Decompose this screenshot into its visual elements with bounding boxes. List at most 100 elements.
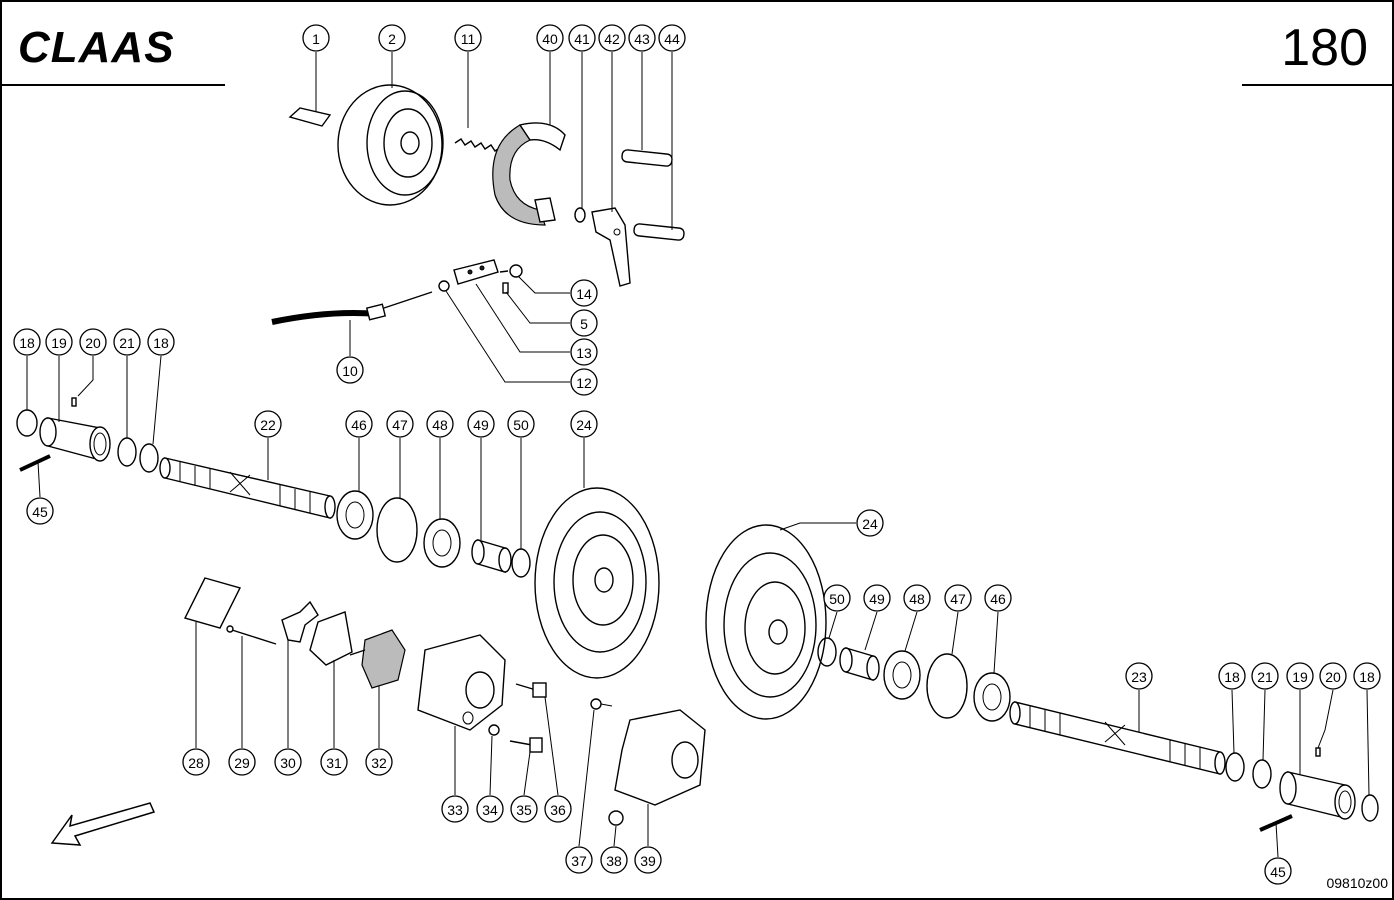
callout-circle (823, 584, 851, 612)
callout-label: 46 (990, 591, 1006, 607)
callout-circle (13, 328, 41, 356)
callout-41: 41 (568, 24, 596, 52)
callout-label: 21 (1257, 669, 1273, 685)
callout-18: 18 (147, 328, 175, 356)
part-screw-small (499, 264, 523, 278)
part-coupling-sleeve-left (39, 417, 111, 462)
page-number: 180 (1281, 19, 1368, 77)
callout-48: 48 (426, 410, 454, 438)
callout-circle (26, 497, 54, 525)
drawing-reference: 09810z00 (1326, 875, 1388, 891)
part-bleed-nipple (608, 810, 624, 826)
callout-circle (441, 795, 469, 823)
callout-40: 40 (536, 24, 564, 52)
callout-44: 44 (658, 24, 686, 52)
callout-20: 20 (79, 328, 107, 356)
callout-label: 33 (447, 802, 463, 818)
callout-42: 42 (598, 24, 626, 52)
callout-19: 19 (1286, 662, 1314, 690)
callout-circle (658, 24, 686, 52)
callout-28: 28 (182, 748, 210, 776)
callout-circle (1319, 662, 1347, 690)
callout-circle (984, 584, 1012, 612)
callout-24: 24 (856, 509, 884, 537)
callout-label: 31 (326, 755, 342, 771)
part-snap-ring-right-2 (1361, 794, 1379, 822)
leader-lines (26, 52, 1370, 858)
callout-21: 21 (113, 328, 141, 356)
callout-label: 14 (576, 286, 592, 302)
callout-label: 40 (542, 31, 558, 47)
part-nut (438, 280, 450, 292)
callout-50: 50 (507, 410, 535, 438)
callout-circle (565, 846, 593, 874)
callout-circle (863, 584, 891, 612)
callout-circle (598, 24, 626, 52)
callout-18: 18 (1218, 662, 1246, 690)
part-brake-disc-left (534, 487, 660, 679)
callout-label: 47 (950, 591, 966, 607)
callout-label: 19 (51, 335, 67, 351)
part-bleed-screw (590, 698, 613, 710)
part-seal-ring-right (926, 653, 968, 719)
callout-1: 1 (302, 24, 330, 52)
callout-circle (1125, 662, 1153, 690)
callout-18: 18 (13, 328, 41, 356)
callout-circle (507, 410, 535, 438)
callout-circle (570, 410, 598, 438)
callout-label: 11 (461, 31, 476, 47)
callout-circle (544, 795, 572, 823)
callout-circle (302, 24, 330, 52)
callout-circle (1286, 662, 1314, 690)
part-split-pin-long (226, 625, 277, 645)
part-grease-nipple-left (71, 397, 77, 407)
callout-circle (320, 748, 348, 776)
callout-label: 46 (351, 417, 367, 433)
part-caliper-left (417, 634, 506, 731)
callout-label: 20 (85, 335, 101, 351)
callout-circle (378, 24, 406, 52)
callout-49: 49 (467, 410, 495, 438)
part-circlip (574, 207, 586, 223)
callout-31: 31 (320, 748, 348, 776)
callout-label: 10 (342, 363, 358, 379)
part-o-ring-left (511, 548, 531, 578)
callout-label: 45 (32, 504, 48, 520)
callout-label: 50 (513, 417, 529, 433)
callout-circle (536, 24, 564, 52)
part-clamp-block (453, 259, 499, 285)
part-bolt-caliper (515, 682, 547, 698)
part-bearing-right-outer (973, 672, 1011, 722)
callout-33: 33 (441, 795, 469, 823)
part-brake-shoe (492, 122, 566, 226)
callout-label: 19 (1292, 669, 1308, 685)
callout-label: 21 (119, 335, 135, 351)
part-snap-ring-left-2 (139, 443, 159, 473)
part-key (288, 107, 332, 127)
part-brake-pad (349, 629, 406, 689)
callout-50: 50 (823, 584, 851, 612)
callout-circle (600, 846, 628, 874)
part-washer-right (1252, 759, 1272, 789)
callout-11: 11 (454, 24, 482, 52)
callout-label: 18 (153, 335, 169, 351)
part-seal-ring-left (376, 497, 418, 563)
callout-circle (467, 410, 495, 438)
callout-45: 45 (1264, 857, 1292, 885)
callout-13: 13 (570, 338, 598, 366)
callout-43: 43 (628, 24, 656, 52)
callout-39: 39 (634, 846, 662, 874)
part-roll-pin-left (19, 454, 51, 472)
callout-label: 22 (260, 417, 276, 433)
part-o-ring-right (817, 637, 837, 667)
callout-label: 23 (1131, 669, 1147, 685)
part-bearing-left-inner (423, 518, 461, 568)
callout-label: 45 (1270, 864, 1286, 880)
callout-22: 22 (254, 410, 282, 438)
callout-32: 32 (365, 748, 393, 776)
callout-circle (454, 24, 482, 52)
callout-label: 38 (606, 853, 622, 869)
part-pin-short (621, 149, 673, 167)
